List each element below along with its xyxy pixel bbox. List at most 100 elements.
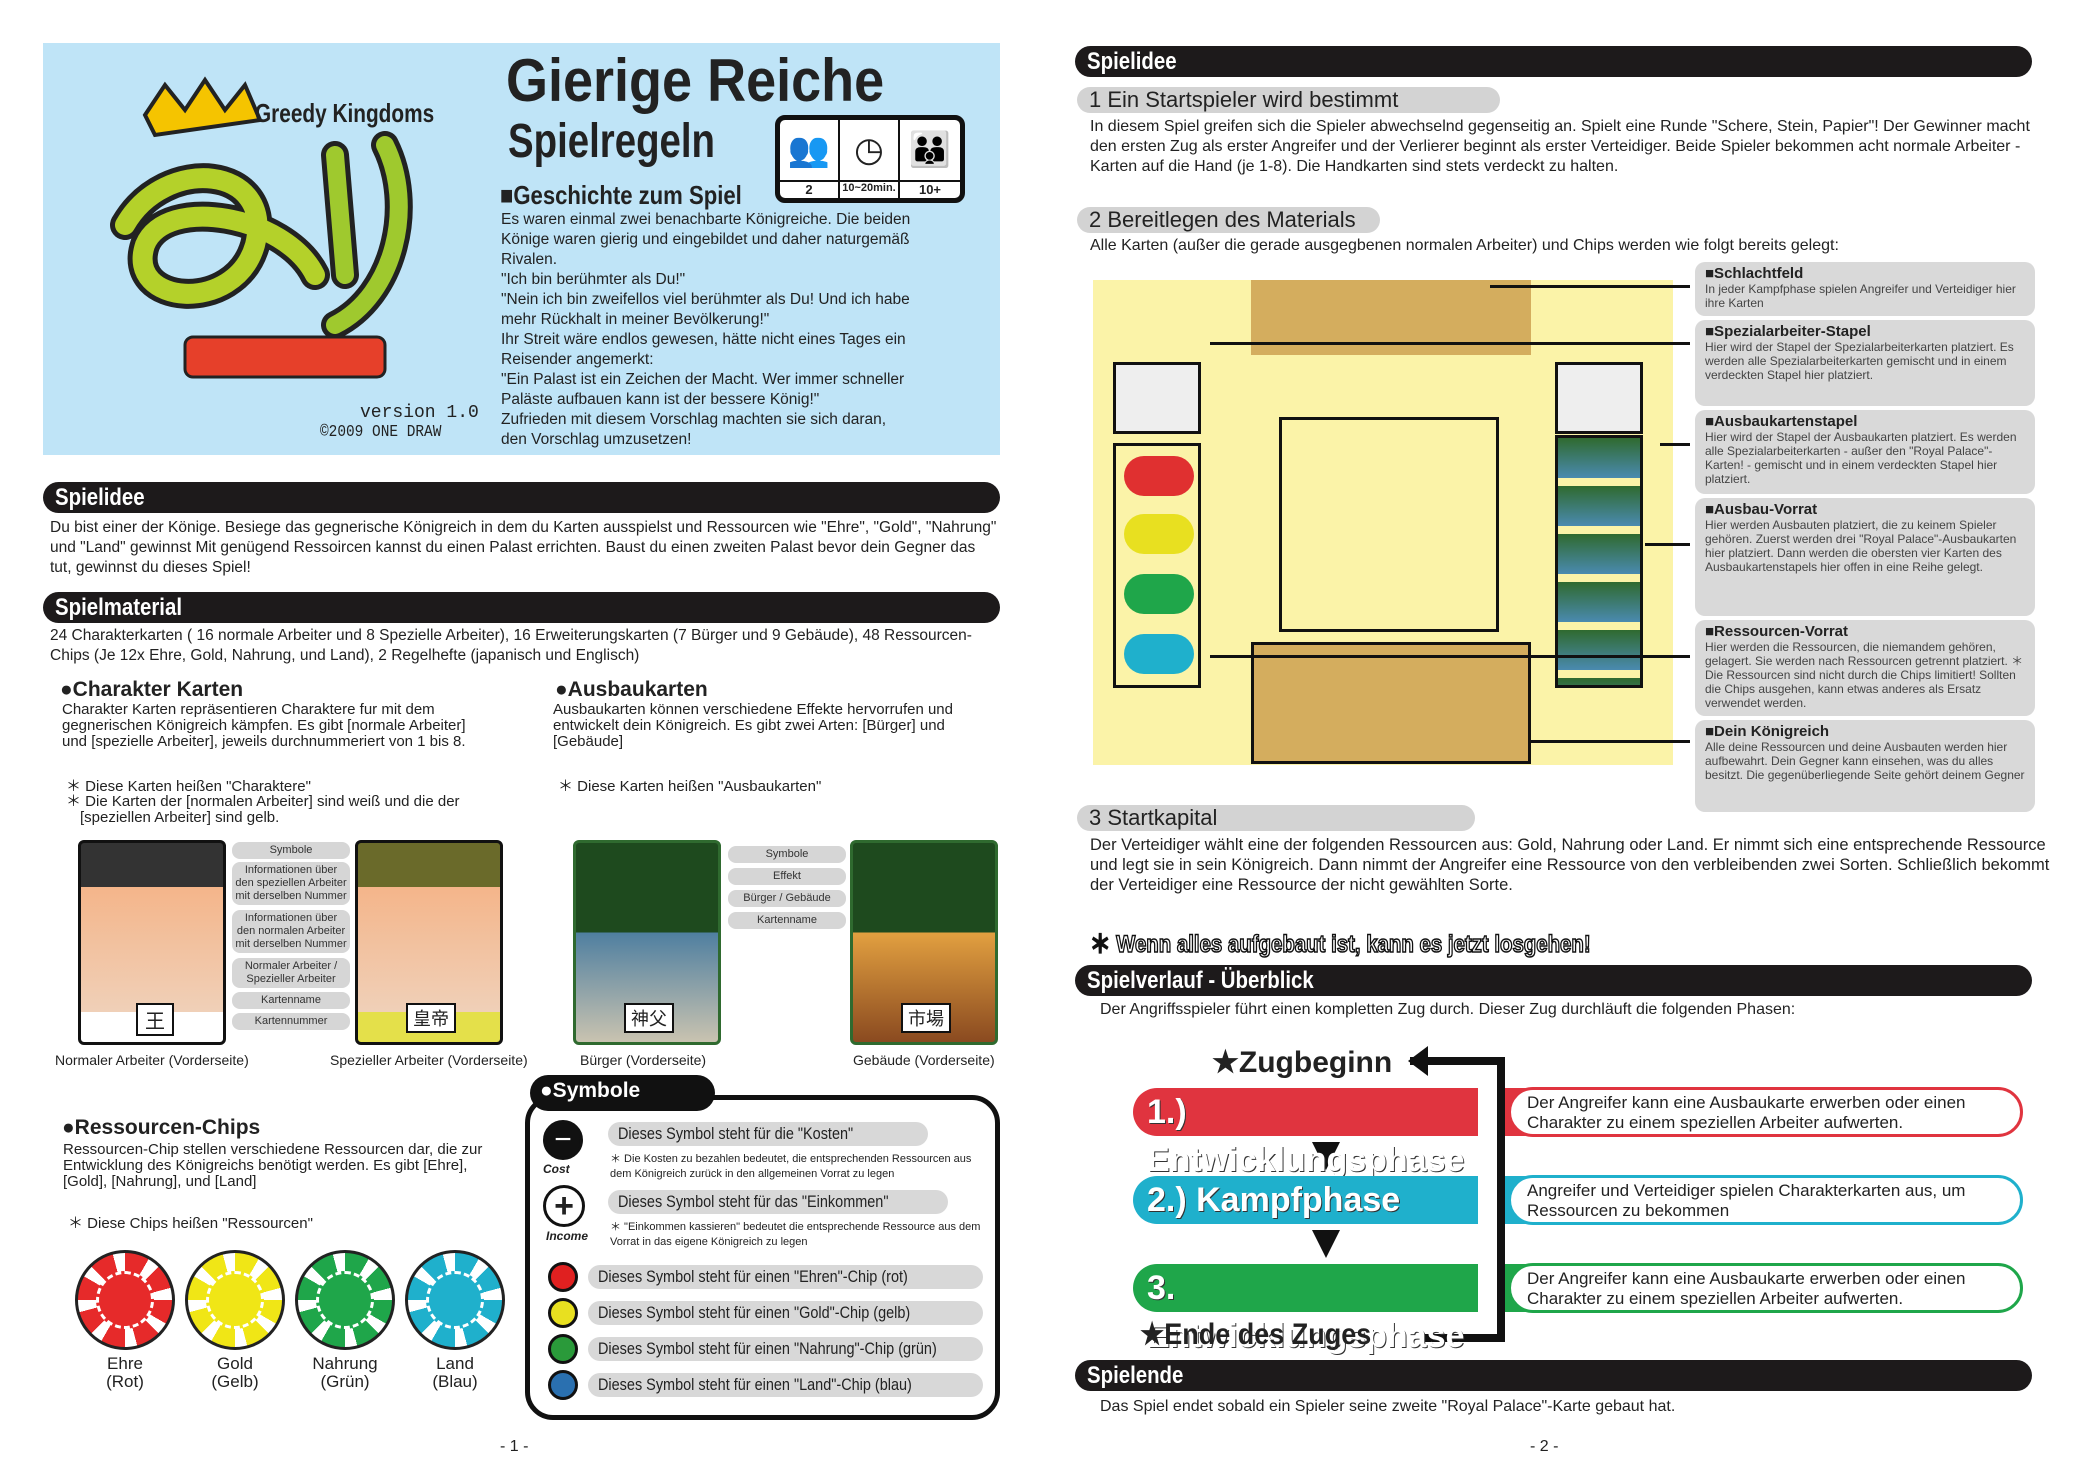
card-special-worker: 皇帝 — [355, 840, 503, 1045]
label-symbole: Symbole — [728, 846, 846, 863]
income-description-text: Dieses Symbol steht für das "Einkommen" — [618, 1192, 889, 1211]
phase-description: Der Angreifer kann eine Ausbaukarte erwe… — [1508, 1087, 2023, 1137]
phase-label: 3. Entwicklungsphase — [1133, 1264, 1478, 1355]
setup-diagram — [1093, 280, 1673, 765]
label-card-name: Kartenname — [728, 912, 846, 929]
symbole-box — [525, 1095, 1000, 1420]
card-building: 市場 — [850, 840, 998, 1045]
loop-arrow-line — [1497, 1057, 1505, 1342]
area-title: ■Ausbaukartenstapel — [1705, 413, 1858, 430]
resource-supply — [1113, 443, 1201, 688]
battlefield — [1279, 417, 1499, 632]
caption-special-worker: Spezieller Arbeiter (Vorderseite) — [330, 1052, 528, 1068]
section-bar-spielidee-2: Spielidee — [1075, 46, 2032, 77]
ausbau-text: Ausbaukarten können verschiedene Effekte… — [553, 701, 953, 750]
loop-arrow-line — [1410, 1057, 1505, 1065]
copyright: ©2009 ONE DRAW — [320, 423, 442, 442]
story-line: mehr Rückhalt in meiner Bevölkerung!" — [501, 311, 770, 328]
story-line: Ihr Streit wäre endlos gewesen, hätte ni… — [501, 331, 906, 348]
story-line: Rivalen. — [501, 251, 557, 268]
story-text: Es waren einmal zwei benachbarte Königre… — [501, 210, 910, 450]
story-line: Paläste aufbauen kann ist der bessere Kö… — [501, 391, 820, 408]
card-name: 王 — [136, 1003, 174, 1036]
age-icon: 👪 — [908, 131, 952, 169]
label-info-special: Informationen über den speziellen Arbeit… — [232, 862, 350, 905]
resource-symbol-pill: Dieses Symbol steht für einen "Gold"-Chi… — [588, 1301, 983, 1325]
step-1-title: 1 Ein Startspieler wird bestimmt — [1077, 87, 1500, 113]
section-bar-spielmaterial: Spielmaterial — [43, 592, 1000, 623]
story-line: Könige waren gierig und eingebildet und … — [501, 231, 910, 248]
area-title: ■Dein Königreich — [1705, 723, 1830, 740]
section-bar-spielidee: Spielidee — [43, 482, 1000, 513]
my-kingdom — [1251, 642, 1531, 764]
resource-chip-icon — [75, 1250, 175, 1350]
page-number-1: - 1 - — [500, 1438, 529, 1455]
chips-text: Ressourcen-Chip stellen verschiedene Res… — [63, 1141, 483, 1190]
resource-symbol-description: Dieses Symbol steht für einen "Gold"-Chi… — [598, 1303, 911, 1322]
resource-chip-icon — [295, 1250, 395, 1350]
story-line: den Vorschlag umzusetzen! — [501, 431, 692, 448]
section-title: Spielverlauf - Überblick — [1087, 967, 1314, 994]
card-name: 市場 — [901, 1003, 951, 1033]
ready-message: ＊ Wenn alles aufgebaut ist, kann es jetz… — [1089, 930, 1591, 959]
cost-description: Dieses Symbol steht für die "Kosten" — [608, 1122, 928, 1146]
chips-heading: ●Ressourcen-Chips — [62, 1116, 261, 1139]
chip-name: Nahrung — [312, 1354, 378, 1373]
logo-crown-icon — [110, 76, 413, 379]
step-2-text: Alle Karten (außer die gerade ausgegbene… — [1090, 237, 1839, 254]
page-number-2: - 2 - — [1530, 1438, 1559, 1455]
resource-symbol-description: Dieses Symbol steht für einen "Ehren"-Ch… — [598, 1267, 908, 1286]
income-label: Income — [546, 1229, 589, 1243]
clock-icon: ◷ — [840, 120, 900, 180]
area-text: Hier wird der Stapel der Spezialarbeiter… — [1705, 340, 2014, 382]
cost-note: ＊ Die Kosten zu bezahlen bedeutet, die e… — [610, 1153, 972, 1180]
chip-color: (Gelb) — [211, 1372, 259, 1391]
connector — [1660, 443, 1690, 446]
story-line: "Ein Palast ist ein Zeichen der Macht. W… — [501, 371, 905, 388]
connector — [1210, 342, 1690, 345]
spielverlauf-text: Der Angriffsspieler führt einen komplett… — [1100, 1001, 1796, 1018]
chip-name: Land — [436, 1354, 474, 1373]
label-info-normal: Informationen über den normalen Arbeiter… — [232, 910, 350, 953]
card-citizen: 神父 — [573, 840, 721, 1045]
phase-description: Angreifer und Verteidiger spielen Charak… — [1508, 1175, 2023, 1225]
connector — [1210, 655, 1690, 658]
step-2-title: 2 Bereitlegen des Materials — [1077, 207, 1380, 233]
game-info-box: 👥 ◷ 👪 2 10~20min. 10+ — [775, 115, 965, 203]
charakter-note-1: ＊ Diese Karten heißen "Charaktere" — [66, 778, 311, 795]
area-text: Alle deine Ressourcen und deine Ausbaute… — [1705, 740, 2025, 782]
caption-building: Gebäude (Vorderseite) — [853, 1052, 995, 1068]
section-title: Spielidee — [55, 484, 145, 511]
resource-symbol-pill: Dieses Symbol steht für einen "Nahrung"-… — [588, 1337, 983, 1361]
resource-symbol-description: Dieses Symbol steht für einen "Land"-Chi… — [598, 1375, 912, 1394]
turn-start: ★Zugbeginn — [1212, 1046, 1393, 1079]
expansion-supply — [1555, 435, 1643, 688]
connector — [1490, 285, 1690, 288]
connector — [1645, 543, 1690, 546]
story-line: Reisender angemerkt: — [501, 351, 654, 368]
players-count: 2 — [780, 180, 840, 198]
cost-label: Cost — [543, 1162, 570, 1176]
label-card-number: Kartennummer — [232, 1013, 350, 1030]
chip-color: (Blau) — [432, 1372, 478, 1391]
age: 10+ — [900, 180, 960, 198]
loop-arrow-head-icon — [1408, 1046, 1428, 1076]
page-title: Gierige Reiche — [506, 47, 885, 114]
card-name: 皇帝 — [406, 1003, 456, 1033]
resource-symbol-icon — [548, 1262, 578, 1292]
special-worker-stack — [1113, 362, 1201, 434]
chip-color: (Rot) — [106, 1372, 144, 1391]
spielmaterial-text: 24 Charakterkarten ( 16 normale Arbeiter… — [50, 627, 972, 664]
chip-name: Ehre — [107, 1354, 143, 1373]
label-worker-type: Normaler Arbeiter / Spezieller Arbeiter — [232, 958, 350, 988]
story-line: "Nein ich bin zweifellos viel berühmter … — [501, 291, 910, 308]
area-title: ■Schlachtfeld — [1705, 265, 1804, 282]
caption-citizen: Bürger (Vorderseite) — [580, 1052, 707, 1068]
resource-symbol-description: Dieses Symbol steht für einen "Nahrung"-… — [598, 1339, 937, 1358]
resource-symbol-pill: Dieses Symbol steht für einen "Ehren"-Ch… — [588, 1265, 983, 1289]
